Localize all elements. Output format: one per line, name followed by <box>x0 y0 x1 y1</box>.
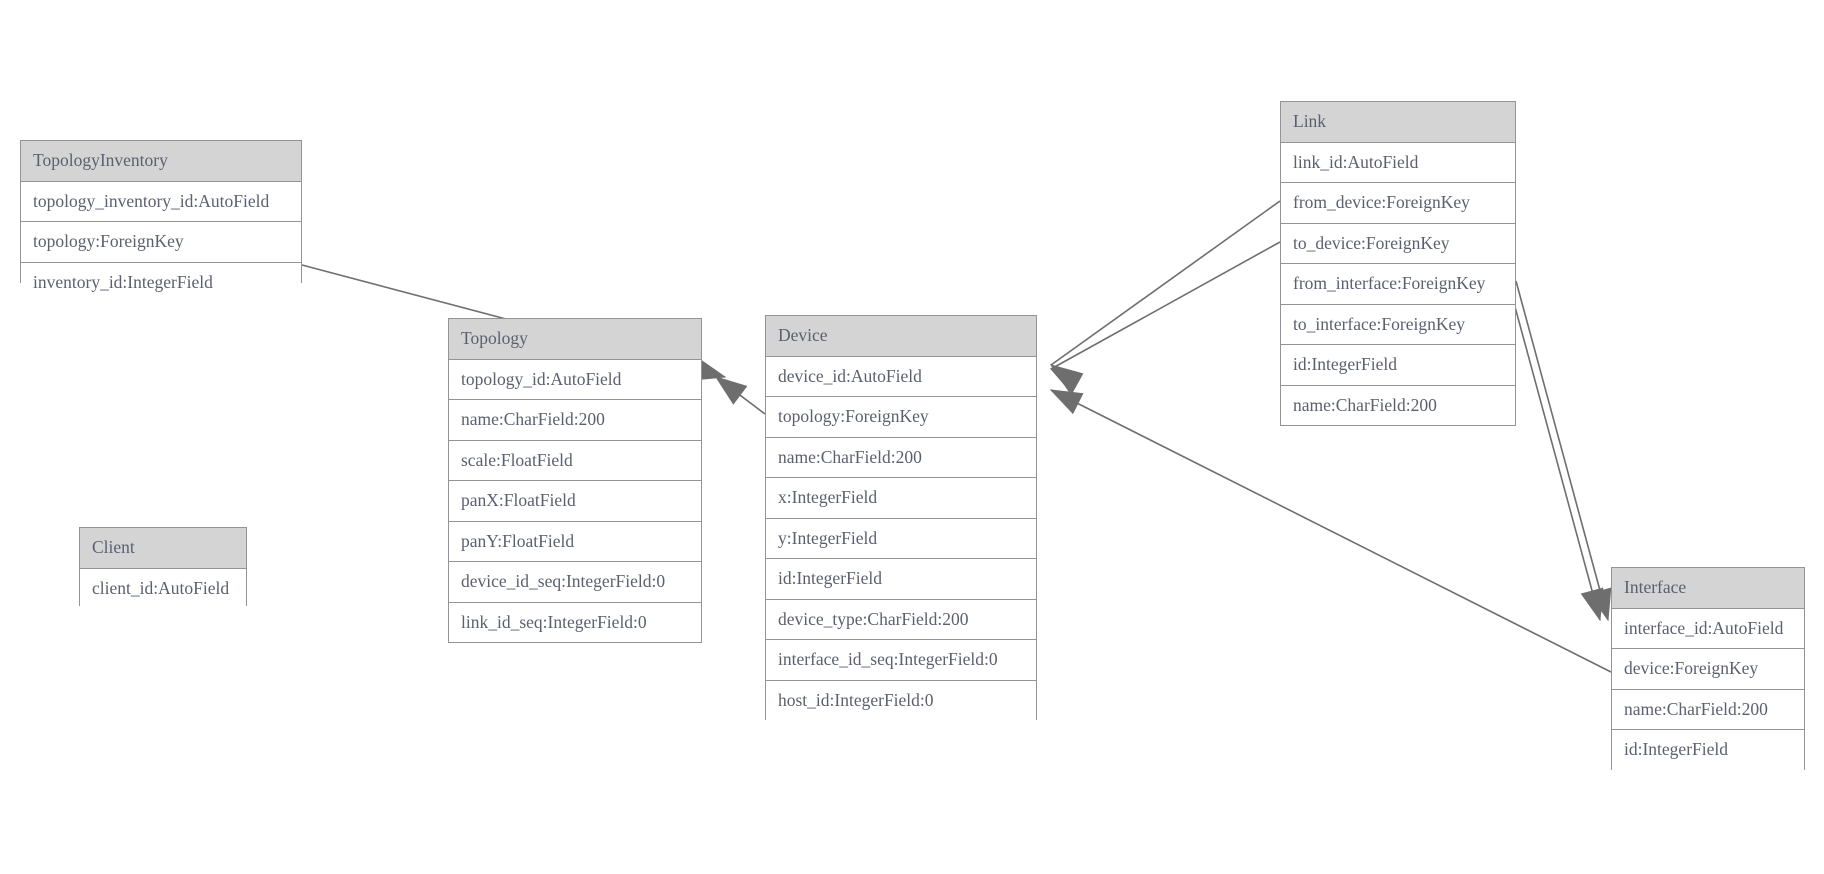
entity-title-topology_inventory: TopologyInventory <box>21 141 301 182</box>
entity-field: link_id:AutoField <box>1281 142 1515 183</box>
relationship-arrowhead <box>1049 364 1083 393</box>
entity-field: device_id:AutoField <box>766 356 1036 397</box>
entity-field: from_device:ForeignKey <box>1281 183 1515 224</box>
entity-field: panX:FloatField <box>449 481 701 522</box>
entity-field: to_interface:ForeignKey <box>1281 304 1515 345</box>
entity-title-link: Link <box>1281 102 1515 143</box>
relationship-edge <box>1049 241 1281 395</box>
entity-field: scale:FloatField <box>449 440 701 481</box>
entity-field: interface_id:AutoField <box>1612 608 1804 649</box>
entity-field: id:IntegerField <box>1281 345 1515 386</box>
relationship-edge <box>1507 280 1604 622</box>
relationship-arrowhead <box>714 376 748 405</box>
entity-title-device: Device <box>766 316 1036 357</box>
entity-field: interface_id_seq:IntegerField:0 <box>766 640 1036 681</box>
relationship-line <box>1515 280 1609 621</box>
entity-field: client_id:AutoField <box>80 568 246 608</box>
relationship-line <box>1507 280 1601 621</box>
entity-field: device:ForeignKey <box>1612 649 1804 690</box>
entity-field: topology_inventory_id:AutoField <box>21 181 301 222</box>
entity-field: topology:ForeignKey <box>21 222 301 263</box>
relationship-line <box>1050 241 1281 370</box>
relationship-edge <box>1049 389 1612 673</box>
entity-field: id:IntegerField <box>1612 730 1804 770</box>
entity-field: y:IntegerField <box>766 518 1036 559</box>
relationship-arrowhead <box>1049 368 1084 395</box>
relationship-arrowhead <box>1049 389 1084 415</box>
relationship-edge <box>1515 280 1612 622</box>
relationship-line <box>1050 200 1281 366</box>
relationship-arrowhead <box>1588 587 1612 622</box>
entity-title-client: Client <box>80 528 246 569</box>
entity-field: panY:FloatField <box>449 521 701 562</box>
entity-field: device_type:CharField:200 <box>766 599 1036 640</box>
relationship-edge <box>1049 200 1281 393</box>
entity-title-interface: Interface <box>1612 568 1804 609</box>
entity-field: link_id_seq:IntegerField:0 <box>449 602 701 642</box>
entity-title-topology: Topology <box>449 319 701 360</box>
relationship-arrowhead <box>1580 587 1604 622</box>
entity-field: device_id_seq:IntegerField:0 <box>449 562 701 603</box>
entity-field: x:IntegerField <box>766 478 1036 519</box>
entity-field: from_interface:ForeignKey <box>1281 264 1515 305</box>
relationship-edge <box>714 376 766 415</box>
entity-field: inventory_id:IntegerField <box>21 262 301 302</box>
entity-field: name:CharField:200 <box>766 437 1036 478</box>
entity-field: id:IntegerField <box>766 559 1036 600</box>
relationship-line <box>715 376 766 415</box>
entity-field: name:CharField:200 <box>1281 385 1515 425</box>
entity-field: topology_id:AutoField <box>449 359 701 400</box>
relationship-line <box>1050 389 1612 673</box>
entity-field: name:CharField:200 <box>449 400 701 441</box>
entity-field: to_device:ForeignKey <box>1281 223 1515 264</box>
entity-field: topology:ForeignKey <box>766 397 1036 438</box>
entity-field: host_id:IntegerField:0 <box>766 680 1036 720</box>
entity-field: name:CharField:200 <box>1612 689 1804 730</box>
